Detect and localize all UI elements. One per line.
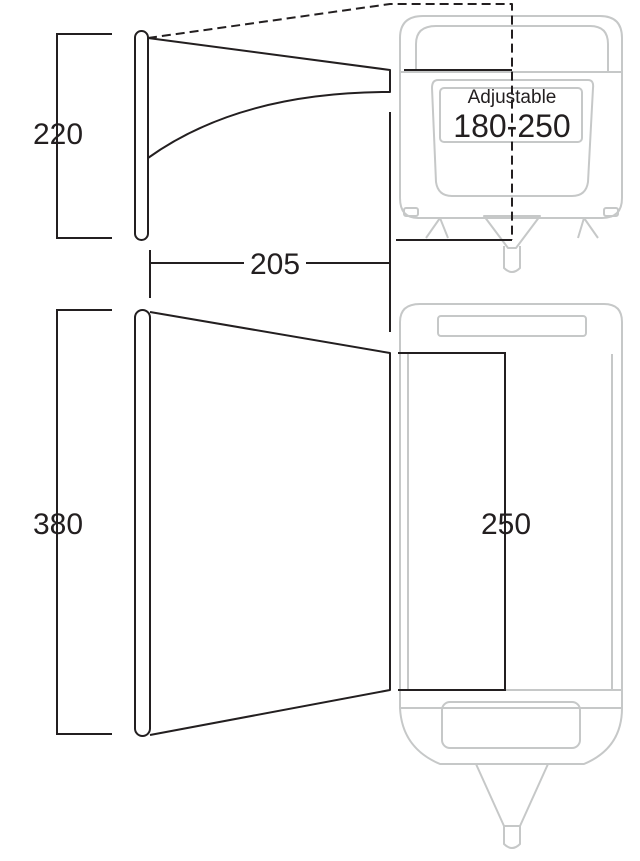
label-adjustable-range: 180-250: [453, 108, 570, 144]
dim-380-bracket: [56, 309, 112, 735]
awning-side-panel: [147, 37, 391, 159]
awning-side-view: [134, 3, 513, 241]
awning-side-pole: [134, 30, 149, 241]
caravan-rear-body: [399, 15, 623, 219]
dim-250-bracket: [398, 352, 506, 691]
label-depth: 205: [250, 248, 300, 281]
caravan-drawbar: [475, 763, 549, 827]
dimension-lines: [56, 33, 512, 735]
caravan-tow-hitch: [503, 826, 521, 849]
label-side-height: 220: [33, 118, 83, 151]
awning-front-panel: [149, 311, 391, 736]
caravan-hitch: [483, 215, 541, 273]
awning-front-view: [134, 309, 391, 737]
dim-220-bracket: [56, 33, 112, 239]
label-adjustable: Adjustable: [468, 87, 557, 108]
caravan-light-right: [603, 207, 619, 217]
awning-extension-dashed: [147, 3, 513, 240]
awning-front-pole: [134, 309, 151, 737]
caravan-top-body: [399, 303, 623, 709]
caravan-jack-right: [577, 217, 599, 239]
caravan-roof-cap: [415, 25, 609, 72]
caravan-front-window: [441, 701, 581, 749]
caravan-top-view: [399, 303, 623, 849]
caravan-jack-left: [425, 217, 449, 239]
caravan-rooflight: [437, 315, 587, 337]
label-caravan-width: 250: [481, 508, 531, 541]
caravan-front-nose: [399, 707, 623, 765]
caravan-light-left: [403, 207, 419, 217]
caravan-rear-window: [431, 79, 595, 197]
label-front-width: 380: [33, 508, 83, 541]
